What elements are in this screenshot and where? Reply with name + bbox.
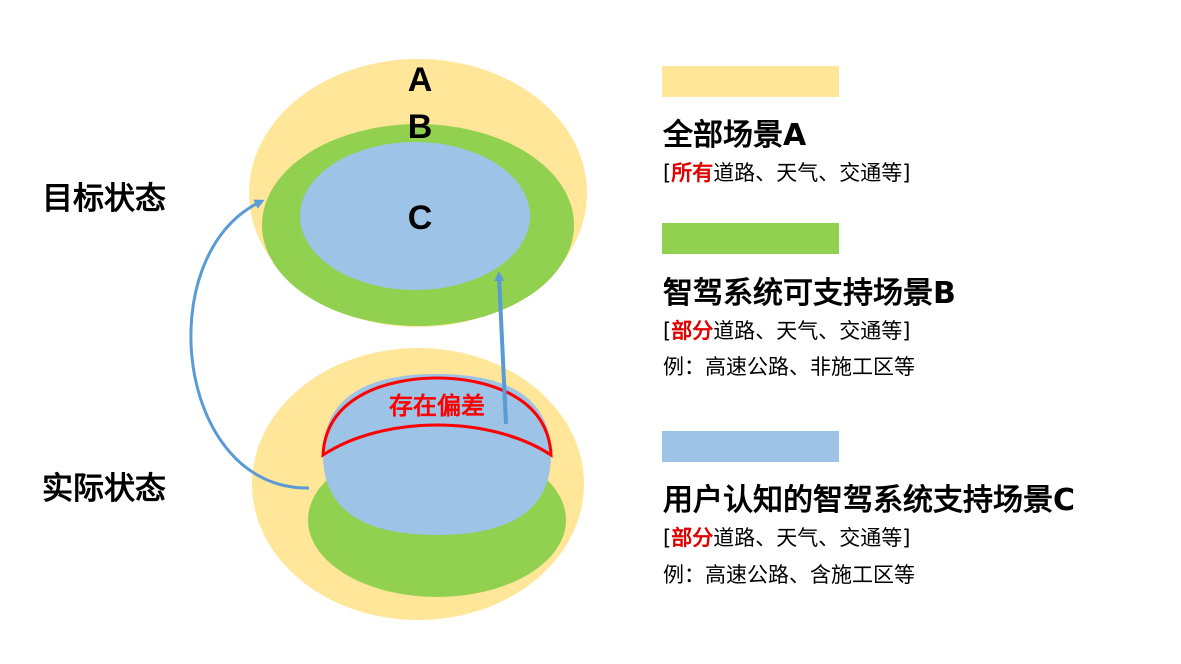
target-state-label: 目标状态: [42, 181, 166, 217]
deviation-label: 存在偏差: [389, 392, 485, 420]
legend-example-c: 例：高速公路、含施工区等: [663, 563, 915, 587]
deviation-cap: [321, 376, 553, 458]
legend-detail-b: [部分道路、天气、交通等]: [663, 319, 911, 343]
letter-c: C: [408, 199, 433, 237]
target-zone-c-ellipse: [300, 142, 530, 290]
letter-b: B: [408, 108, 433, 146]
actual-state-label: 实际状态: [42, 471, 166, 507]
legend-swatch-c: [662, 431, 839, 462]
legend-highlight-a: 所有: [671, 161, 714, 185]
legend-title-c: 用户认知的智驾系统支持场景C: [663, 483, 1076, 518]
transition-arrow-straight: [494, 271, 508, 425]
legend-highlight-c: 部分: [671, 526, 714, 550]
legend-highlight-b: 部分: [671, 319, 714, 343]
letter-a: A: [408, 61, 433, 99]
transition-arrow-curved: [189, 199, 310, 490]
legend-detail-a: [所有道路、天气、交通等]: [663, 161, 911, 185]
legend-title-b: 智驾系统可支持场景B: [663, 276, 956, 311]
legend-detail-c: [部分道路、天气、交通等]: [663, 526, 911, 550]
legend-example-b: 例：高速公路、非施工区等: [663, 355, 915, 379]
legend-swatch-b: [662, 223, 839, 254]
legend-title-a: 全部场景A: [663, 118, 807, 153]
legend-swatch-a: [662, 66, 839, 97]
